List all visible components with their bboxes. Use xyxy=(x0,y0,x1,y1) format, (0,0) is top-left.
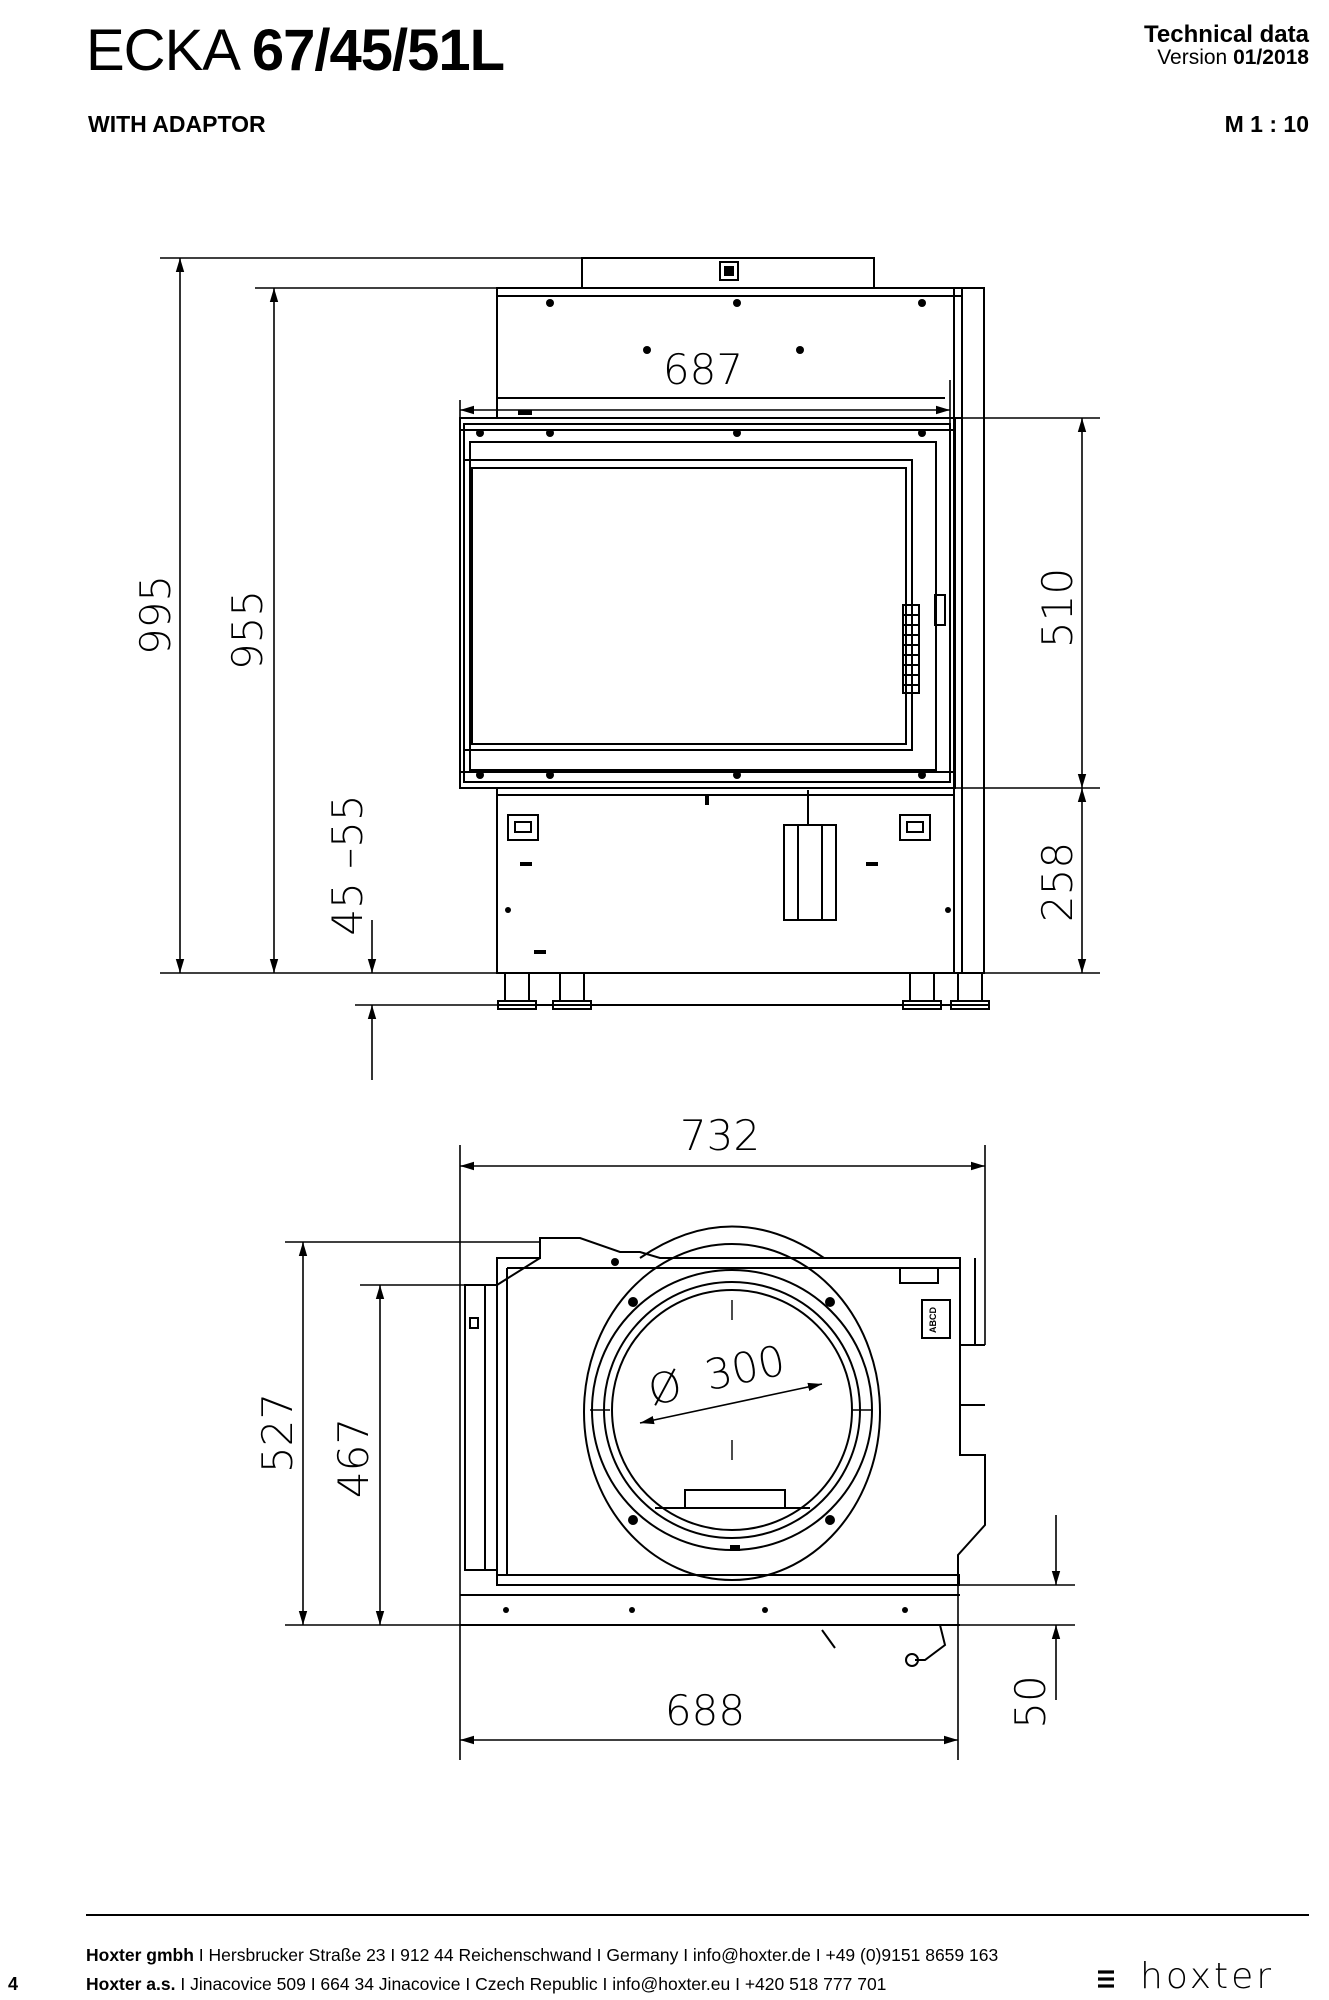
door-handle xyxy=(902,604,920,694)
dim-body-height: 955 xyxy=(223,590,272,670)
dim-feet-adjust: 45 –55 xyxy=(323,794,372,935)
version-value: 01/2018 xyxy=(1233,46,1309,70)
hoxter-logo: hoxter xyxy=(1098,1960,1274,1994)
dim-width-top: 687 xyxy=(663,345,743,394)
page-number: 4 xyxy=(8,1974,19,1994)
top-view xyxy=(460,1225,986,1667)
dim-total-depth: 527 xyxy=(253,1393,302,1473)
doc-type: Technical data xyxy=(1144,21,1309,48)
flue-inner-ring xyxy=(611,1289,853,1531)
footer-address-czech: Hoxter a.s. I Jinacovice 509 I 664 34 Ji… xyxy=(86,1974,886,1995)
page-subtitle: WITH ADAPTOR xyxy=(88,111,266,137)
top-dimensions xyxy=(285,1145,1075,1760)
footer-address-germany: Hoxter gmbh I Hersbrucker Straße 23 I 91… xyxy=(86,1945,998,1966)
air-control xyxy=(783,824,837,921)
dim-glass-height: 510 xyxy=(1033,568,1082,648)
footer-contact-cz: I Jinacovice 509 I 664 34 Jinacovice I C… xyxy=(175,1974,887,1994)
lower-body xyxy=(496,787,955,974)
diameter-symbol: Ø xyxy=(644,1360,687,1415)
glass-window xyxy=(463,459,913,751)
footer-divider xyxy=(86,1914,1309,1916)
title-model-number: 67/45/51L xyxy=(251,18,505,83)
front-dimensions xyxy=(160,257,1100,1080)
dim-lower-height: 258 xyxy=(1033,842,1082,922)
logo-wordmark: hoxter xyxy=(1140,1960,1274,1994)
flue-outer-ring xyxy=(583,1243,881,1581)
dim-flue-diameter: 300 xyxy=(701,1336,790,1401)
document-info: Technical data Version 01/2018 xyxy=(1144,22,1309,69)
footer-contact-de: I Hersbrucker Straße 23 I 912 44 Reichen… xyxy=(193,1945,999,1965)
adaptor-connector xyxy=(719,261,739,281)
front-view xyxy=(459,257,990,1010)
dim-front-offset: 50 xyxy=(1006,1675,1055,1728)
dim-base-width: 688 xyxy=(665,1686,745,1735)
footer-company-cz: Hoxter a.s. xyxy=(86,1974,176,1994)
badge-text: ABCD xyxy=(928,1307,938,1333)
badge-plate xyxy=(921,1299,951,1339)
footer-company-de: Hoxter gmbh xyxy=(86,1945,194,1965)
dim-total-width: 732 xyxy=(680,1111,760,1160)
dim-total-height: 995 xyxy=(131,575,180,655)
page-title: ECKA 67/45/51L xyxy=(86,22,505,80)
version-line: Version 01/2018 xyxy=(1144,47,1309,69)
technical-drawing: 687 995 955 45 –55 510 258 xyxy=(131,257,1100,1760)
logo-mark-icon xyxy=(1098,1970,1114,1988)
side-panel xyxy=(953,287,985,974)
adjustable-feet xyxy=(497,972,990,1010)
door-frame xyxy=(459,417,956,789)
title-model-prefix: ECKA xyxy=(86,18,238,83)
dim-body-depth: 467 xyxy=(329,1418,378,1498)
drawing-scale: M 1 : 10 xyxy=(1224,111,1309,137)
version-label: Version xyxy=(1157,46,1228,70)
